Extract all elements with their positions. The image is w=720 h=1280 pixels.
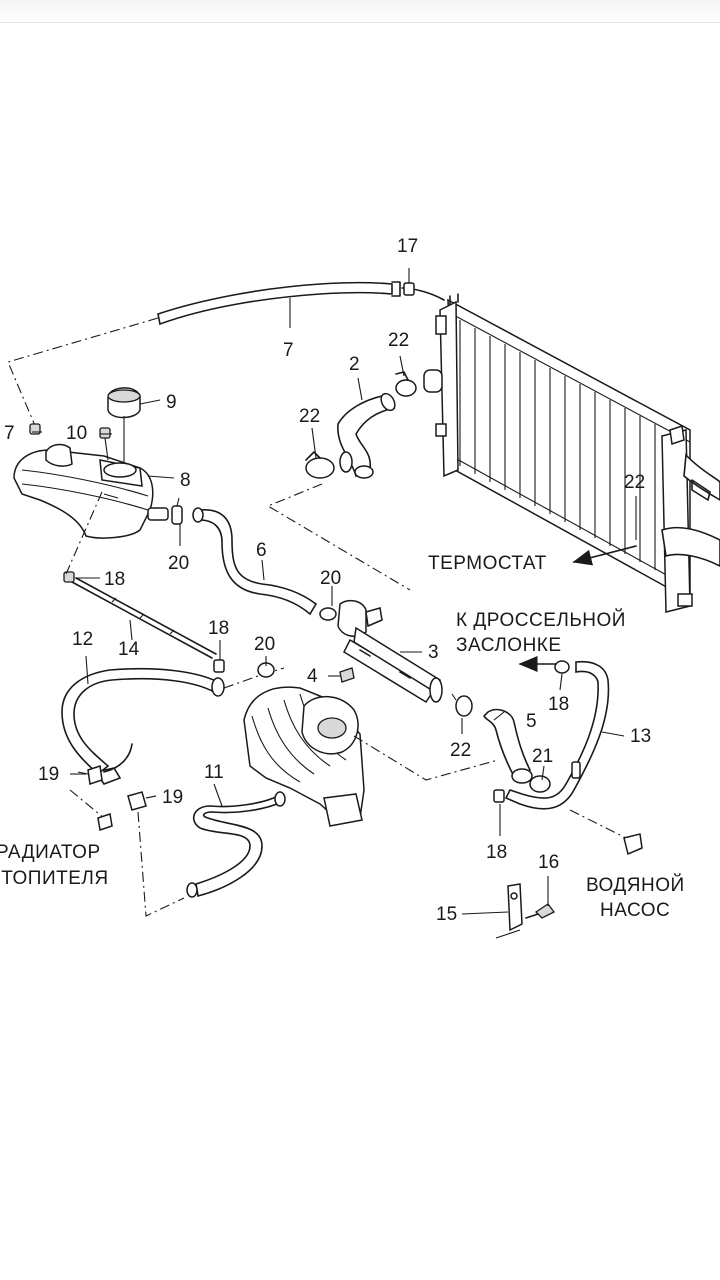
bolt-16 — [525, 903, 555, 919]
hose-5 — [483, 708, 533, 784]
callout-3: 3 — [428, 642, 439, 663]
clamp-22-lower — [305, 451, 353, 479]
leader-7-left — [7, 317, 159, 429]
clamp-22-hose5 — [451, 693, 473, 717]
callout-14: 14 — [118, 639, 140, 660]
leader-hose12 — [223, 667, 285, 689]
pipe-3 — [343, 626, 443, 704]
callout-5: 5 — [526, 711, 537, 732]
callout-18-d: 18 — [486, 842, 507, 863]
clamp-18-hose13 — [554, 660, 570, 674]
heater-fitting — [97, 813, 113, 831]
clamp-18-tube — [63, 571, 75, 583]
leader-water-pump — [569, 809, 627, 839]
callout-22-b: 22 — [299, 406, 320, 427]
callout-21: 21 — [532, 746, 553, 767]
hose-7 — [157, 281, 445, 326]
callout-12: 12 — [72, 629, 93, 650]
cap-9 — [107, 387, 161, 419]
clamp-20-tank — [171, 497, 183, 525]
thermostat-housing — [337, 599, 383, 638]
arrow-thermostat — [572, 545, 637, 566]
callout-22-c: 22 — [624, 472, 645, 493]
expansion-tank — [13, 443, 169, 539]
callout-22-a: 22 — [388, 330, 409, 351]
clamp-17 — [403, 268, 415, 296]
callout-7-top: 7 — [283, 340, 294, 361]
callout-19-b: 19 — [162, 787, 183, 808]
clamp-19-lower — [127, 791, 157, 811]
note-heater-line1: РАДИАТОР — [0, 842, 101, 863]
note-pump-line1: ВОДЯНОЙ — [586, 874, 685, 896]
callout-13: 13 — [630, 726, 651, 747]
hose-13 — [504, 660, 610, 810]
callout-16: 16 — [538, 852, 559, 873]
callout-10: 10 — [66, 423, 87, 444]
callout-22-d: 22 — [450, 740, 471, 761]
note-heater-line2: ОТОПИТЕЛЯ — [0, 868, 109, 889]
clamp-21 — [529, 775, 551, 793]
callout-7-left: 7 — [4, 423, 15, 444]
callout-11: 11 — [204, 762, 224, 783]
hose-6 — [192, 507, 318, 616]
callout-18-c: 18 — [548, 694, 569, 715]
leader-manifold — [353, 735, 499, 781]
intake-manifold — [243, 686, 365, 827]
note-pump-line2: НАСОС — [600, 900, 670, 921]
callout-18-b: 18 — [208, 618, 229, 639]
bracket-15 — [495, 883, 523, 939]
clamp-19-upper — [77, 765, 103, 785]
water-pump-fitting — [623, 833, 643, 856]
note-throttle-line2: ЗАСЛОНКЕ — [456, 635, 562, 656]
leader-tank-tube — [65, 491, 103, 575]
clamp-22-upper — [395, 369, 443, 397]
callout-2: 2 — [349, 354, 360, 375]
callout-20-c: 20 — [254, 634, 275, 655]
leader-heater-lower — [137, 811, 185, 917]
callout-8: 8 — [180, 470, 191, 491]
callout-20-a: 20 — [168, 553, 189, 574]
note-throttle-line1: К ДРОССЕЛЬНОЙ — [456, 609, 626, 631]
callout-19-a: 19 — [38, 764, 59, 785]
callout-15: 15 — [436, 904, 457, 925]
leader-heater — [69, 789, 105, 819]
callout-9: 9 — [166, 392, 177, 413]
clamp-18-hose12 — [213, 659, 225, 673]
hose-12 — [61, 667, 225, 785]
nut-10 — [99, 427, 111, 461]
hose-11 — [186, 791, 286, 898]
leader-hose2 — [266, 483, 411, 591]
clamp-18-lower — [493, 789, 505, 803]
callout-18-a: 18 — [104, 569, 125, 590]
clamp-20-hose6 — [319, 607, 337, 621]
callout-17: 17 — [397, 236, 418, 257]
radiator — [435, 293, 720, 613]
callout-20-b: 20 — [320, 568, 341, 589]
callout-6: 6 — [256, 540, 267, 561]
sensor-4 — [339, 667, 355, 683]
tube-14 — [71, 577, 217, 659]
leader-lines — [32, 298, 637, 915]
callout-4: 4 — [307, 666, 318, 687]
note-thermostat: ТЕРМОСТАТ — [428, 553, 547, 574]
status-bar — [0, 0, 720, 23]
